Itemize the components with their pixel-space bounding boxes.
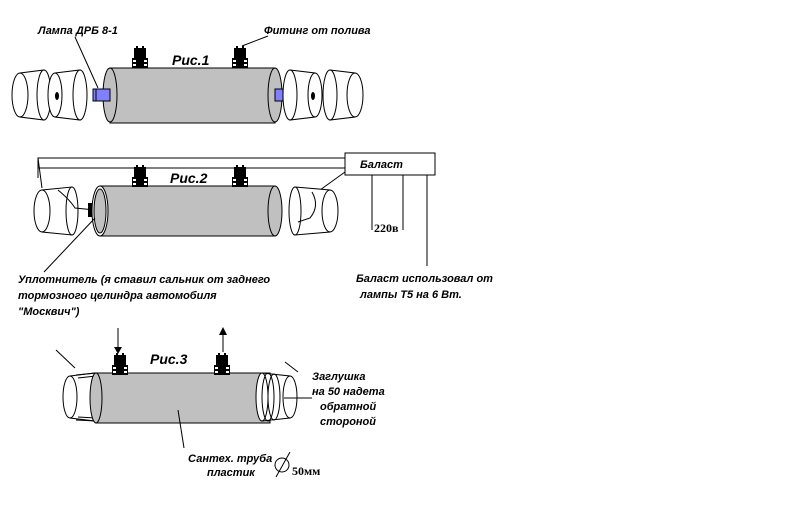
lamp-label: Лампа ДРБ 8-1 <box>37 25 118 37</box>
end-cap-left-inner <box>47 69 88 121</box>
fitting-icon <box>112 353 128 375</box>
ballast-note-line: Баласт использовал от <box>356 273 493 285</box>
pipe-note-line: пластик <box>207 467 256 479</box>
leader-line <box>177 409 185 449</box>
leader-line <box>284 361 299 373</box>
fitting-label: Фитинг от полива <box>264 25 371 37</box>
end-cap-right-outer <box>322 69 364 121</box>
fitting-icon <box>214 353 230 375</box>
diameter-label: 50мм <box>292 464 320 478</box>
leader-line <box>241 35 269 47</box>
plug-note-line: на 50 надета <box>312 386 385 398</box>
pipe-body-3 <box>89 372 271 424</box>
fitting-icon <box>132 46 148 68</box>
fitting-icon <box>232 165 248 187</box>
ballast-note-line: лампы T5 на 6 Вт. <box>359 289 462 301</box>
plug-note-line: обратной <box>320 401 377 413</box>
figure-caption: Рис.1 <box>172 52 210 68</box>
plug-note-line: Заглушка <box>312 371 365 383</box>
voltage-label: 220в <box>374 221 399 235</box>
pipe-body-1 <box>102 67 283 124</box>
end-cap-right <box>255 372 298 422</box>
pipe-note-line: Сантех. труба <box>188 453 272 465</box>
figure-2: Баласт 220в Рис.2 <box>18 152 493 318</box>
figure-caption: Рис.2 <box>170 170 208 186</box>
seal-note-line: тормозного целиндра автомобиля <box>18 290 217 302</box>
ballast-label: Баласт <box>360 159 403 171</box>
fitting-icon <box>132 165 148 187</box>
plug-note-line: стороной <box>320 416 376 428</box>
figure-3: Рис.3 Заглушка на 50 надета обратной сто… <box>55 327 385 479</box>
end-cap-left-outer <box>11 69 52 121</box>
figure-1: Лампа ДРБ 8-1 Фитинг от полива Рис.1 <box>11 25 371 124</box>
end-cap-right-inner <box>282 69 323 121</box>
pipe-body-2 <box>91 185 283 237</box>
leader-line <box>43 217 96 273</box>
seal-note-line: "Москвич") <box>18 306 80 318</box>
wire <box>319 171 346 191</box>
figure-caption: Рис.3 <box>150 351 188 367</box>
seal-note-line: Уплотнитель (я ставил сальник от заднего <box>18 274 270 286</box>
diameter-icon <box>274 451 291 478</box>
ballast-box <box>344 152 436 176</box>
fitting-icon <box>232 46 248 68</box>
end-cap-right <box>288 186 339 236</box>
leader-line <box>74 36 99 89</box>
end-cap-left <box>33 186 96 236</box>
leader-line <box>55 349 76 369</box>
